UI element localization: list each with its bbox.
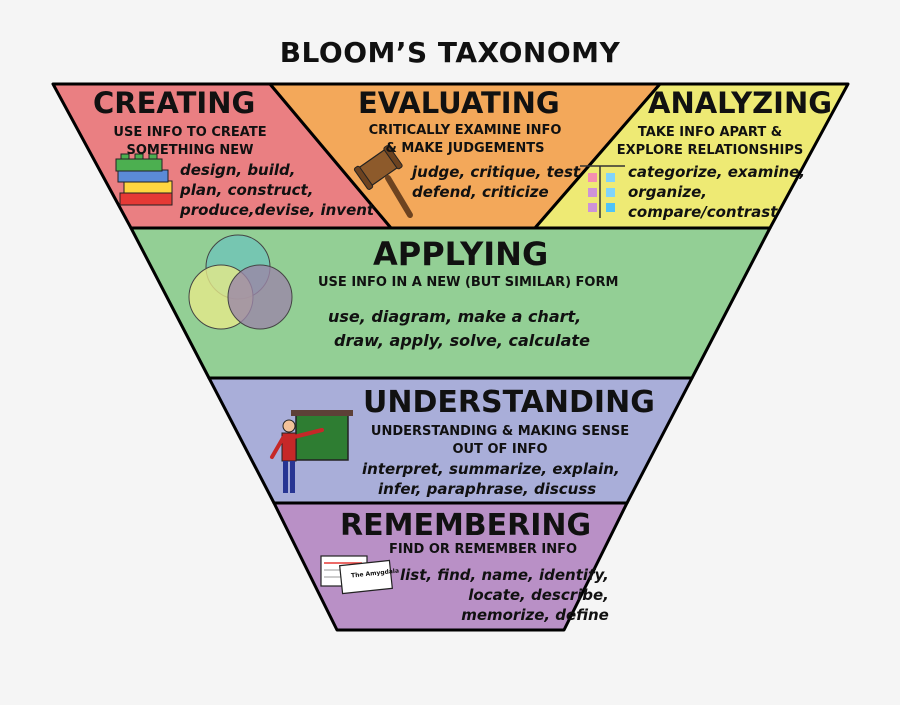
remembering-verbs-line-2: locate, describe, — [468, 586, 609, 604]
creating-heading: CREATING — [93, 86, 256, 120]
diagram-title: BLOOM’S TAXONOMY — [279, 36, 621, 69]
sorting-board-icon — [580, 165, 625, 218]
venn-diagram-icon — [188, 234, 293, 330]
applying-verbs: use, diagram, make a chart, draw, apply,… — [328, 305, 590, 353]
evaluating-description: CRITICALLY EXAMINE INFO & MAKE JUDGEMENT… — [360, 122, 570, 158]
understanding-description-line-1: UNDERSTANDING & MAKING SENSE — [370, 424, 630, 439]
remembering-band — [272, 501, 629, 632]
creating-verbs-line-2: plan, construct, — [180, 181, 314, 199]
understanding-description-line-2: OUT OF INFO — [452, 442, 548, 457]
creating-description-line-2: SOMETHING NEW — [126, 143, 254, 158]
understanding-verbs-line-2: infer, paraphrase, discuss — [378, 480, 597, 498]
creating-description-line-1: USE INFO TO CREATE — [113, 125, 267, 140]
evaluating-verbs-line-1: judge, critique, test — [412, 163, 581, 181]
applying-verbs-line-1: use, diagram, make a chart, — [328, 307, 582, 326]
gavel-icon — [353, 145, 413, 218]
analyzing-description-line-2: EXPLORE RELATIONSHIPS — [616, 143, 804, 158]
evaluating-heading: EVALUATING — [358, 86, 560, 120]
flash-cards-icon — [320, 555, 393, 595]
understanding-heading: UNDERSTANDING — [363, 385, 655, 420]
evaluating-description-line-1: CRITICALLY EXAMINE INFO — [368, 123, 562, 138]
evaluating-description-line-2: & MAKE JUDGEMENTS — [385, 141, 545, 156]
remembering-verbs-line-1: list, find, name, identify, — [400, 566, 609, 584]
understanding-verbs: interpret, summarize, explain, infer, pa… — [362, 459, 620, 499]
analyzing-verbs-line-2: organize, — [628, 183, 707, 201]
analyzing-description: TAKE INFO APART & EXPLORE RELATIONSHIPS — [610, 124, 810, 160]
creating-description: USE INFO TO CREATE SOMETHING NEW — [105, 124, 275, 160]
analyzing-verbs: categorize, examine, organize, compare/c… — [628, 162, 805, 222]
remembering-heading: REMEMBERING — [340, 508, 592, 543]
applying-heading: APPLYING — [373, 235, 549, 273]
remembering-description-line-1: FIND OR REMEMBER INFO — [388, 542, 578, 557]
analyzing-description-line-1: TAKE INFO APART & — [637, 125, 783, 140]
understanding-verbs-line-1: interpret, summarize, explain, — [362, 460, 620, 478]
applying-description-line-1: USE INFO IN A NEW (BUT SIMILAR) FORM — [318, 275, 619, 290]
creating-verbs: design, build, plan, construct, produce,… — [180, 160, 374, 220]
remembering-description: FIND OR REMEMBER INFO — [388, 541, 578, 559]
creating-verbs-line-1: design, build, — [180, 161, 296, 179]
applying-description: USE INFO IN A NEW (BUT SIMILAR) FORM — [318, 274, 618, 292]
understanding-description: UNDERSTANDING & MAKING SENSE OUT OF INFO — [370, 423, 630, 459]
creating-verbs-line-3: produce,devise, invent — [180, 201, 375, 219]
remembering-verbs-line-3: memorize, define — [461, 606, 609, 624]
analyzing-verbs-line-1: categorize, examine, — [628, 163, 806, 181]
remembering-verbs: list, find, name, identify, locate, desc… — [400, 565, 609, 625]
analyzing-verbs-line-3: compare/contrast — [628, 203, 778, 221]
evaluating-verbs: judge, critique, test defend, criticize — [412, 162, 580, 202]
lego-blocks-icon — [115, 153, 173, 206]
applying-verbs-line-2: draw, apply, solve, calculate — [334, 331, 590, 350]
teacher-board-icon — [270, 410, 353, 493]
analyzing-heading: ANALYZING — [648, 86, 833, 120]
evaluating-verbs-line-2: defend, criticize — [412, 183, 549, 201]
